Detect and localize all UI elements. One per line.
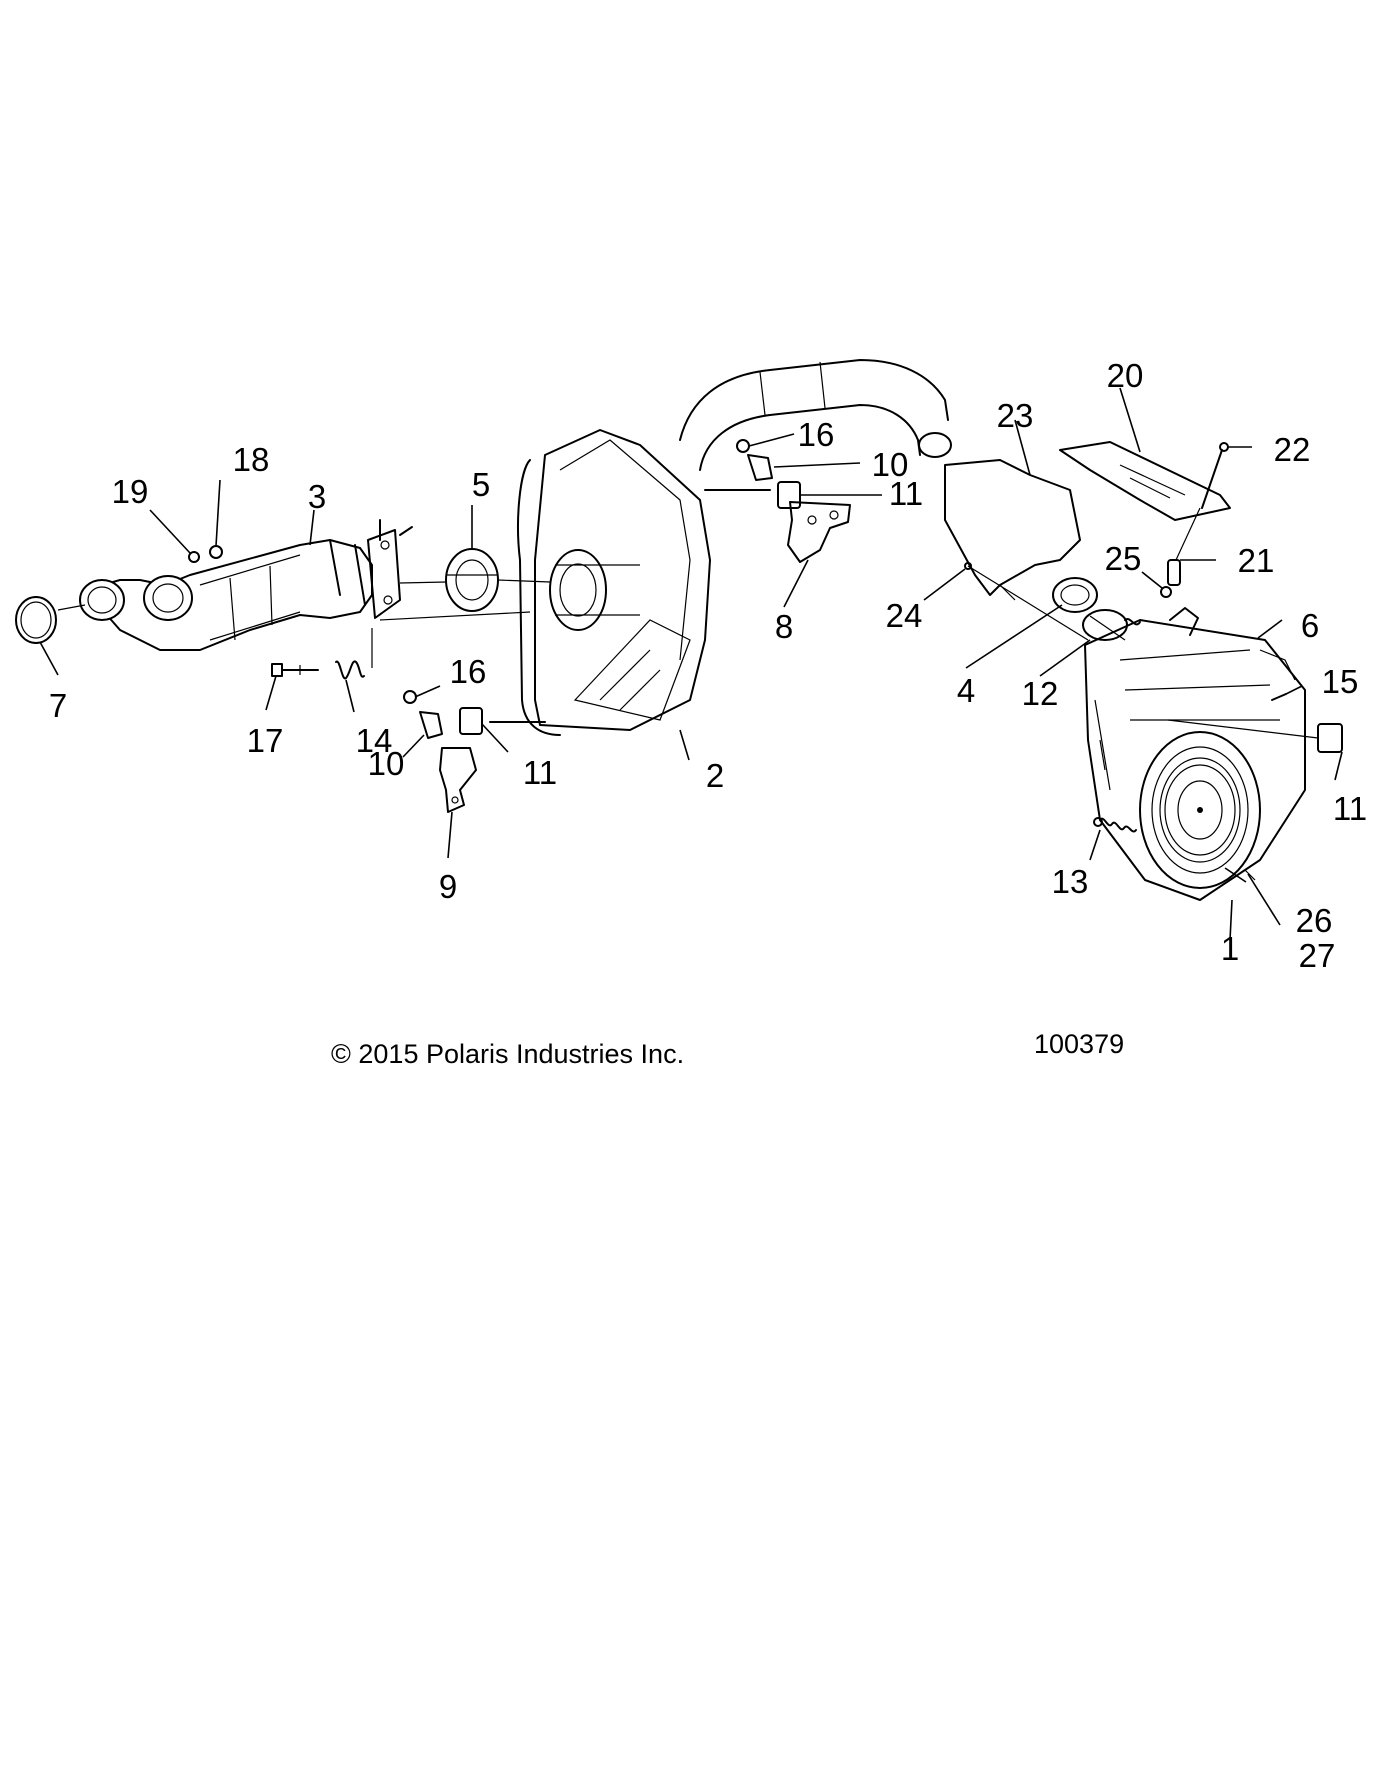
callout-6: 6 [1301,607,1319,644]
callout-12: 12 [1022,675,1059,712]
copyright-notice: © 2015 Polaris Industries Inc. [331,1039,684,1069]
part-22-bolt [1201,442,1229,509]
callout-19: 19 [112,473,149,510]
callout-13: 13 [1052,863,1089,900]
callout-11b: 11 [523,754,557,791]
callout-26: 26 [1296,902,1333,939]
part-18-nut [209,545,223,559]
part-26-screen [1159,757,1241,863]
callout-10b: 10 [368,745,405,782]
callout-2: 2 [706,757,724,794]
part-1-spark-arrestor-muffler [1084,607,1306,901]
part-23-heat-shield [944,459,1081,601]
part-11-grommet-upper [777,481,801,509]
callout-16b: 16 [450,653,487,690]
callout-24: 24 [886,597,923,634]
assembly-lines [57,507,1319,739]
callout-21: 21 [1238,542,1275,579]
part-8-bracket [787,501,851,563]
callout-labels: 1 2 3 4 5 6 7 8 9 10 10 11 11 11 12 13 1… [49,357,1367,974]
callout-17: 17 [247,722,284,759]
part-24-screw [964,562,972,570]
part-2-muffler [489,359,952,736]
callout-22: 22 [1274,431,1311,468]
part-5-gasket-donut [445,548,499,612]
callout-7: 7 [49,687,67,724]
part-19-washer [188,551,200,563]
callout-9: 9 [439,868,457,905]
part-9-bracket [439,747,477,813]
callout-16a: 16 [798,416,835,453]
callout-10a: 10 [872,446,909,483]
part-3-head-pipe [79,519,413,651]
part-7-gasket [15,596,57,644]
part-16-washer-lower [403,690,417,704]
callout-14: 14 [356,722,393,759]
part-13-spring [1093,817,1137,833]
part-11-grommet-right [1317,723,1343,753]
part-15-screw [1271,693,1287,701]
callout-15: 15 [1322,663,1359,700]
part-12-clamp [1082,609,1141,641]
callout-18: 18 [233,441,270,478]
part-25-washer [1160,586,1172,598]
drawing-number: 100379 [1034,1029,1124,1059]
callout-27: 27 [1299,937,1336,974]
part-4-gasket [1052,577,1098,613]
part-14-spring [335,660,365,680]
callout-4: 4 [957,672,975,709]
part-27-clamp [1244,869,1256,881]
callout-11c: 11 [1333,790,1367,827]
part-16-washer-upper [736,439,750,453]
callout-11a: 11 [889,475,923,512]
leader-lines [39,387,1343,941]
part-6-shield [1259,649,1296,681]
callout-23: 23 [997,397,1034,434]
callout-3: 3 [308,478,326,515]
part-10-clamp-upper [747,454,773,481]
part-21-spacer [1167,559,1181,586]
callout-5: 5 [472,466,490,503]
callout-1: 1 [1221,930,1239,967]
part-11-grommet-lower [459,707,483,735]
part-10-clamp-lower [419,711,443,739]
part-17-bolt [271,663,319,677]
callout-25: 25 [1105,540,1142,577]
part-20-shield-plate [1059,441,1231,521]
callout-8: 8 [775,608,793,645]
callout-20: 20 [1107,357,1144,394]
